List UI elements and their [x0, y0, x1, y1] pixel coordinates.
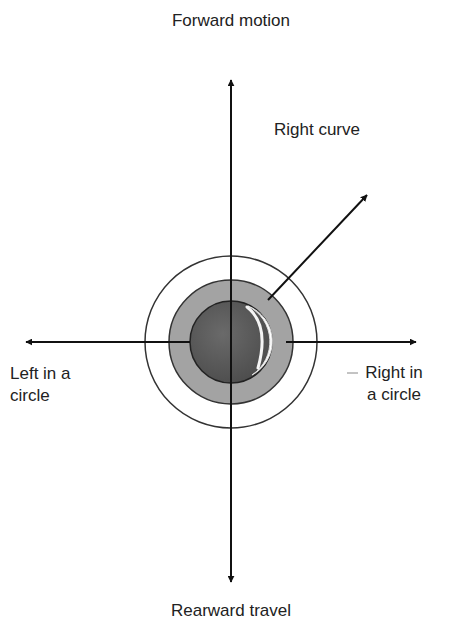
- left-arrow: [26, 341, 190, 343]
- direction-label: Forward motion: [131, 10, 331, 32]
- knob-highlight-stroke: [247, 307, 262, 368]
- right-curve-arrow: [268, 195, 367, 300]
- direction-label: Left in a circle: [10, 363, 84, 407]
- direction-label: Right in a circle: [360, 362, 428, 406]
- direction-label: Right curve: [274, 119, 404, 141]
- leader-line: [347, 373, 358, 374]
- knob-highlight: [248, 306, 272, 375]
- rearward-arrow: [230, 342, 232, 582]
- forward-arrow: [230, 80, 232, 342]
- direction-label: Rearward travel: [131, 600, 331, 622]
- right-arrow: [286, 341, 416, 343]
